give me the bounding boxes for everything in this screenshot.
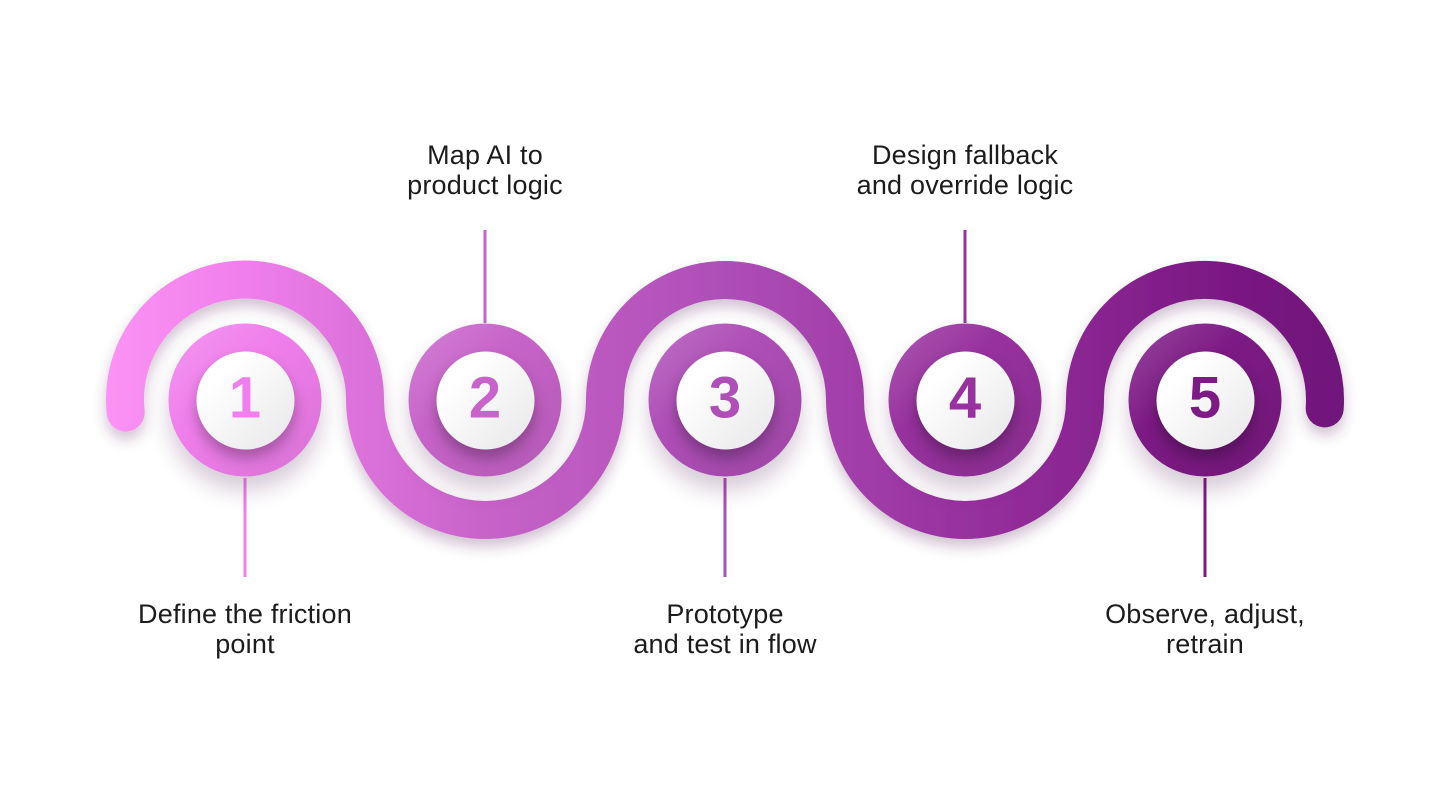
step-5-circle: 5 (1128, 323, 1282, 477)
step-1-label: Define the friction point (45, 599, 445, 659)
step-4-label-line1: Design fallback (871, 140, 1059, 170)
step-5-label-line1: Observe, adjust, (1105, 599, 1305, 629)
step-4-circle-inner: 4 (916, 351, 1014, 449)
step-1-circle: 1 (168, 323, 322, 477)
step-1-circle-inner: 1 (196, 351, 294, 449)
step-1-label-line2: point (215, 629, 275, 659)
wave-connector-path (106, 260, 1344, 539)
step-5-number: 5 (1188, 365, 1222, 430)
step-2-label-line2: product logic (407, 170, 563, 200)
step-2-label-line1: Map AI to (427, 140, 543, 170)
step-1-connector-line (243, 478, 247, 577)
step-3-connector-line (723, 478, 727, 577)
step-1-label-line1: Define the friction (138, 599, 352, 629)
step-3-label: Prototype and test in flow (525, 599, 925, 659)
step-2-circle-inner: 2 (436, 351, 534, 449)
step-3-label-line1: Prototype (666, 599, 784, 629)
step-5-connector-line (1203, 478, 1207, 577)
step-2-circle: 2 (408, 323, 562, 477)
step-2-connector-line (483, 230, 487, 323)
step-2-number: 2 (468, 365, 502, 430)
step-4-label-line2: and override logic (856, 170, 1074, 200)
step-5-circle-inner: 5 (1156, 351, 1254, 449)
step-3-number: 3 (708, 365, 742, 430)
step-3-circle: 3 (648, 323, 802, 477)
step-3-label-line2: and test in flow (633, 629, 817, 659)
step-4-number: 4 (948, 365, 982, 430)
step-5-label: Observe, adjust, retrain (1005, 599, 1405, 659)
step-3-circle-inner: 3 (676, 351, 774, 449)
step-4-label: Design fallback and override logic (765, 140, 1165, 200)
step-4-connector-line (963, 230, 967, 323)
step-1-number: 1 (228, 365, 262, 430)
step-2-label: Map AI to product logic (285, 140, 685, 200)
step-4-circle: 4 (888, 323, 1042, 477)
step-5-label-line2: retrain (1166, 629, 1244, 659)
